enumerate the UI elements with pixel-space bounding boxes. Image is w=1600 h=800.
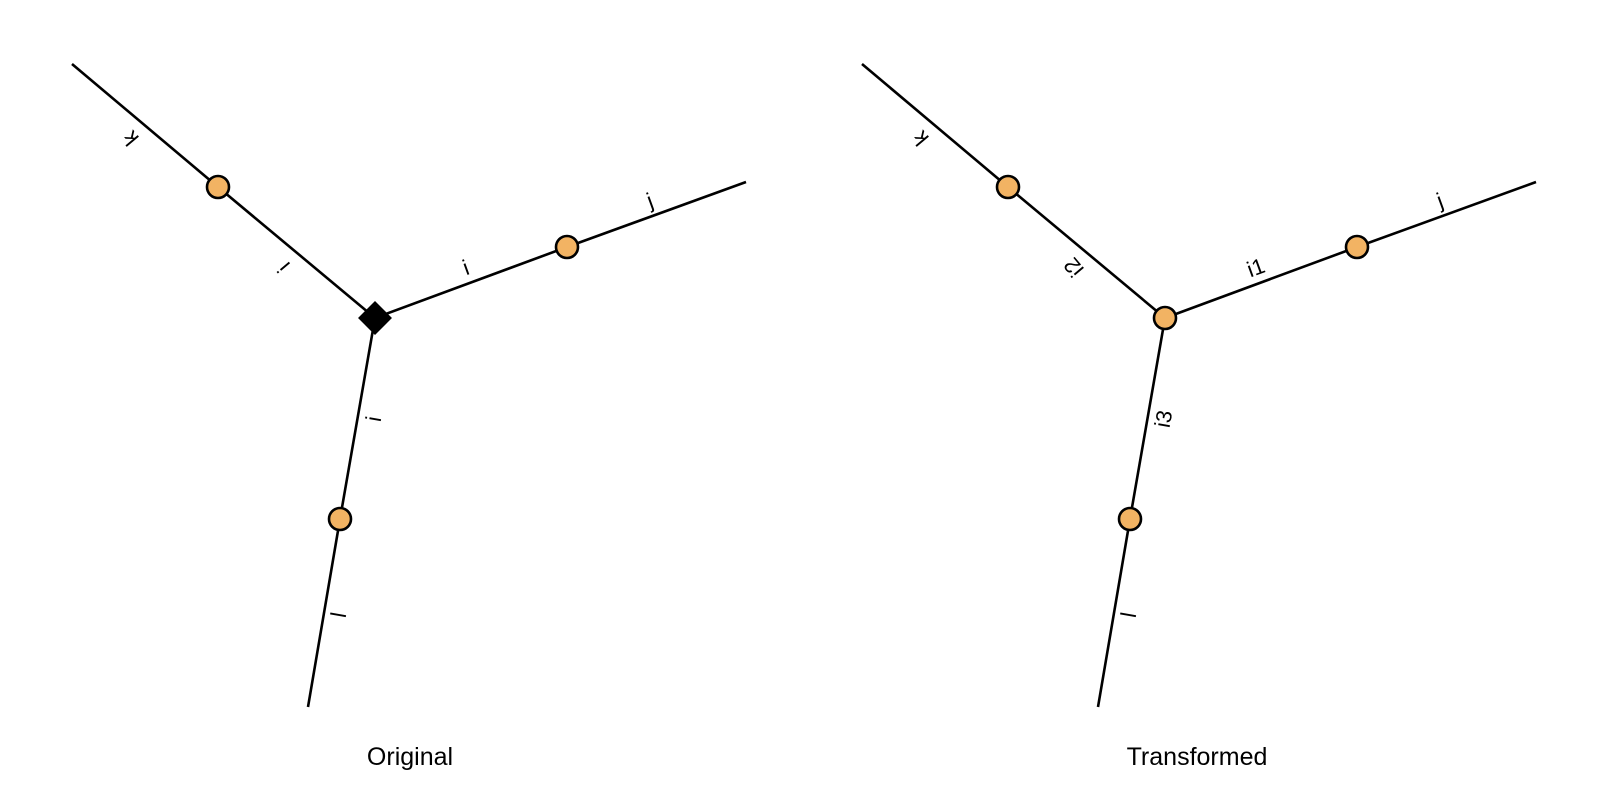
edge-label-right-outer: j (642, 188, 656, 214)
vertex-upper-left (205, 174, 231, 200)
edge-lower-inner (1128, 317, 1167, 520)
edge-label-lower-inner: i3 (1150, 408, 1178, 429)
edge-lower-inner (338, 317, 377, 520)
edge-label-right-inner: i (459, 255, 472, 280)
center-diamond-marker (358, 301, 392, 335)
edge-right-outer (1356, 180, 1537, 249)
edge-upper-left-outer (71, 63, 219, 188)
vertex-right (1344, 234, 1370, 260)
edge-upper-left-outer (861, 63, 1009, 188)
edge-right-outer (566, 180, 747, 249)
edge-upper-left-inner (217, 186, 376, 319)
vertex-center (1152, 305, 1178, 331)
edge-right-inner (1164, 245, 1358, 320)
caption-original: Original (367, 743, 453, 771)
edge-label-upper-left-outer: k (117, 125, 144, 150)
edge-right-inner (374, 245, 568, 320)
panel-transformed: k i2 i1 j i3 l Transformed (861, 63, 1537, 771)
edge-label-upper-left-inner: i (272, 257, 294, 277)
edge-label-upper-left-inner: i2 (1059, 253, 1089, 282)
vertex-lower (327, 506, 353, 532)
edge-label-upper-left-outer: k (907, 125, 934, 150)
edge-lower-outer (306, 518, 342, 708)
caption-transformed: Transformed (1127, 743, 1268, 771)
edge-label-lower-outer: l (326, 610, 351, 619)
panel-original: k i i j i l Original (71, 63, 747, 771)
vertex-lower (1117, 506, 1143, 532)
vertex-right (554, 234, 580, 260)
edge-lower-outer (1096, 518, 1132, 708)
edge-label-right-outer: j (1432, 188, 1446, 214)
edge-label-lower-inner: i (361, 414, 386, 423)
edge-upper-left-inner (1007, 186, 1166, 319)
edge-label-lower-outer: l (1116, 610, 1141, 619)
edge-label-right-inner: i1 (1244, 253, 1269, 282)
vertex-upper-left (995, 174, 1021, 200)
